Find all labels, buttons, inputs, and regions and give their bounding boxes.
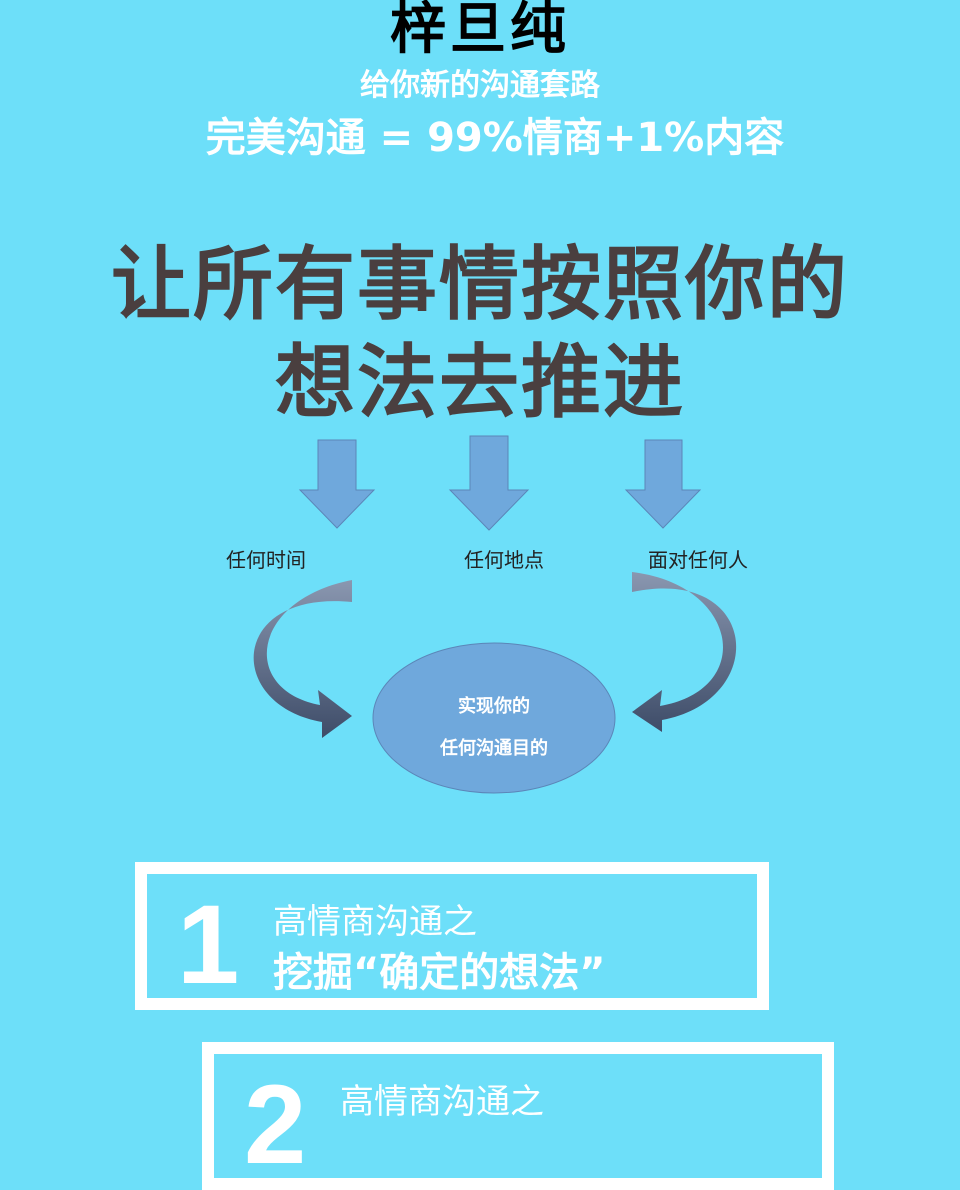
down-arrow-icon bbox=[624, 439, 702, 529]
section-title: 挖掘“确定的想法” bbox=[273, 950, 606, 996]
goal-text-line1: 实现你的 bbox=[458, 696, 530, 717]
down-arrow-icon bbox=[298, 439, 376, 529]
headline-line1: 让所有事情按照你的 bbox=[111, 238, 849, 331]
down-arrow-icon bbox=[448, 435, 530, 531]
author-name: 梓旦纯 bbox=[390, 0, 570, 62]
headline-line2: 想法去推进 bbox=[275, 336, 685, 429]
section-1-box: 1 高情商沟通之 挖掘“确定的想法” bbox=[135, 862, 769, 1010]
curved-arrow-left-icon bbox=[253, 580, 352, 738]
section-2-box: 2 高情商沟通之 bbox=[202, 1042, 834, 1190]
section-number: 1 bbox=[177, 882, 240, 1007]
section-label: 高情商沟通之 bbox=[340, 1082, 544, 1122]
section-number: 2 bbox=[244, 1062, 307, 1187]
goal-ellipse bbox=[372, 642, 616, 794]
label-any-place: 任何地点 bbox=[464, 548, 544, 572]
curved-arrow-right-icon bbox=[632, 572, 737, 732]
label-anyone: 面对任何人 bbox=[648, 548, 748, 572]
flow-diagram bbox=[253, 435, 737, 794]
goal-text-line2: 任何沟通目的 bbox=[440, 738, 548, 759]
subtitle: 给你新的沟通套路 bbox=[360, 68, 600, 103]
label-any-time: 任何时间 bbox=[226, 548, 306, 572]
formula: 完美沟通 = 99%情商+1%内容 bbox=[205, 115, 785, 161]
section-label: 高情商沟通之 bbox=[273, 902, 477, 942]
